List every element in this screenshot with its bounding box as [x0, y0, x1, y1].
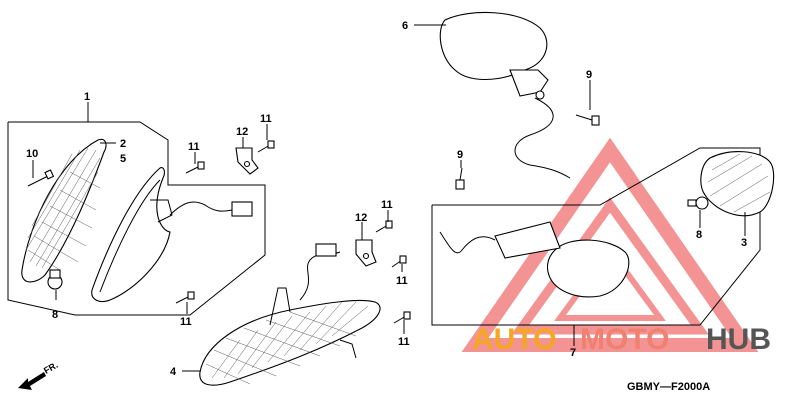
screw-9b: [455, 167, 465, 190]
screw-11d: [375, 220, 393, 233]
rear-lamp-part: [439, 11, 549, 100]
callout-5: 5: [120, 153, 126, 165]
callout-11-c: 11: [180, 316, 192, 328]
bracket-12b: [355, 239, 377, 267]
callout-11-e: 11: [396, 275, 408, 287]
callout-8-left: 8: [52, 309, 58, 321]
leader-lines: [32, 24, 746, 372]
front-label: FR.: [42, 360, 60, 376]
callout-10: 10: [26, 148, 38, 160]
watermark-moto: MOTO: [580, 323, 669, 356]
callout-11-a: 11: [188, 141, 200, 153]
group-frame-left: [7, 121, 266, 316]
diagram-code: GBMY—F2000A: [627, 381, 710, 393]
side-lens-part: [21, 138, 107, 283]
screw-11b: [257, 140, 275, 153]
callout-12-b: 12: [355, 212, 367, 224]
callout-4: 4: [170, 366, 177, 378]
bracket-12a: [235, 147, 259, 175]
callout-3: 3: [741, 237, 747, 249]
bulb-left: [47, 269, 63, 290]
screw-11e: [391, 255, 407, 268]
callout-6: 6: [402, 20, 408, 32]
rear-lamp-lens-part: [700, 151, 775, 217]
screw-11f: [393, 311, 411, 324]
callout-1: 1: [84, 91, 90, 103]
screw-11c: [175, 291, 195, 304]
front-direction-arrow: FR.: [18, 360, 60, 390]
callout-11-f: 11: [398, 336, 410, 348]
front-lamp-part: [199, 287, 381, 386]
screw-9a: [575, 114, 600, 126]
screw-11a: [185, 161, 205, 174]
side-housing-part: [91, 167, 173, 303]
callout-2: 2: [120, 138, 126, 150]
callout-9-b: 9: [457, 149, 463, 161]
wire-right: [439, 231, 496, 254]
wire-left: [169, 201, 233, 216]
wire-center: [299, 251, 341, 301]
callout-11-b: 11: [260, 113, 272, 125]
callout-8-right: 8: [696, 229, 702, 241]
right-turn-lamp-part: [494, 221, 630, 298]
watermark-auto: AUTO: [472, 323, 556, 356]
screw-10: [27, 169, 55, 187]
bulb-right: [687, 196, 709, 210]
watermark-text: AUTO MOTO HUB: [472, 323, 771, 356]
callout-9-a: 9: [586, 69, 592, 81]
connector-center: [315, 243, 337, 257]
callout-12-a: 12: [236, 126, 248, 138]
callout-11-d: 11: [381, 199, 393, 211]
wire-rear: [514, 97, 571, 179]
callout-7: 7: [570, 347, 576, 359]
connector-left: [231, 201, 253, 217]
watermark-hub: HUB: [706, 323, 771, 356]
